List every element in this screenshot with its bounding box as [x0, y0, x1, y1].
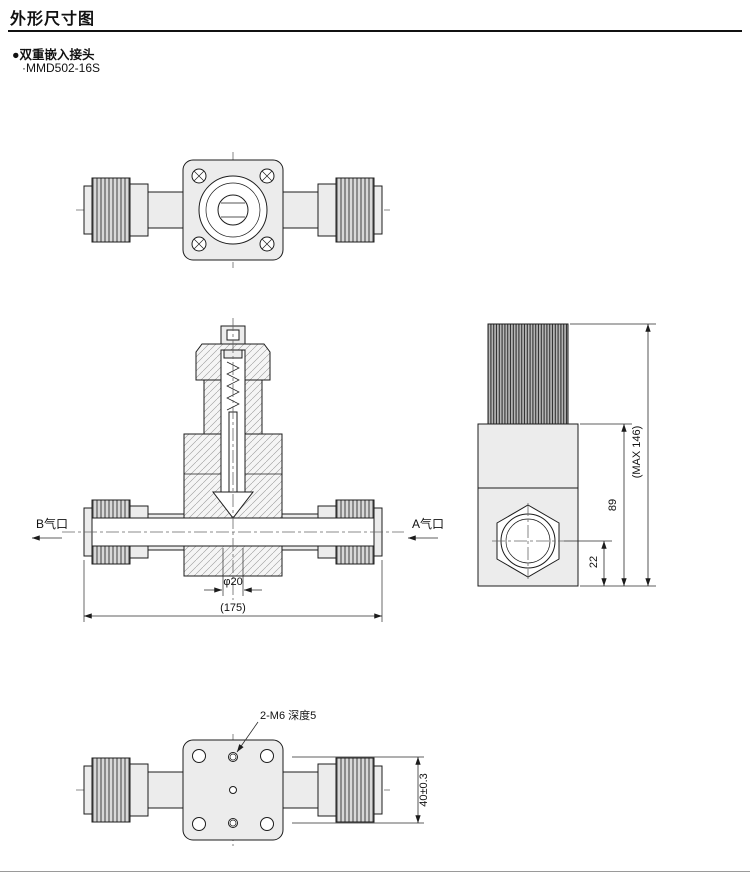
- bore-flats: [221, 202, 245, 218]
- dim-body-height-text: 89: [607, 499, 619, 511]
- flange-screws: [191, 168, 275, 252]
- port-b-label: B气口: [36, 516, 68, 531]
- upper-body: [477, 423, 579, 489]
- leader-line: [236, 721, 259, 753]
- adjustment-knob: [487, 323, 569, 425]
- model-number: ·MMD502-16S: [22, 61, 101, 75]
- tube-fitting-right: [282, 177, 383, 243]
- section-heading: ●双重嵌入接头: [12, 48, 95, 62]
- m6-tapped-holes: [228, 752, 238, 828]
- spring: [226, 361, 240, 411]
- mounting-holes: [192, 749, 274, 831]
- boss-ring: [205, 182, 261, 238]
- tube-fitting-right: [282, 757, 383, 823]
- dim-overall-width-text: (175): [220, 602, 246, 614]
- thread-note-text: 2-M6 深度5: [260, 708, 316, 722]
- port-a-label: A气口: [412, 516, 444, 531]
- center-bore: [217, 194, 249, 226]
- title-rule: [8, 30, 742, 32]
- center-pilot-hole: [229, 786, 237, 794]
- front-view: B气口 A气口 φ20 (175): [31, 318, 444, 622]
- page-title: 外形尺寸图: [10, 11, 96, 28]
- bottom-view: 2-M6 深度5 40±0.3: [76, 708, 430, 846]
- dim-bore-text: φ20: [223, 576, 242, 588]
- dim-port-height-text: 22: [588, 556, 600, 568]
- tube-fitting-left: [83, 757, 184, 823]
- top-view: [76, 152, 390, 268]
- side-view: (MAX 146) 89 22: [477, 323, 656, 587]
- dim-hole-pitch-text: 40±0.3: [418, 773, 430, 807]
- dim-max-height-text: (MAX 146): [631, 426, 643, 479]
- tube-fitting-left: [83, 177, 184, 243]
